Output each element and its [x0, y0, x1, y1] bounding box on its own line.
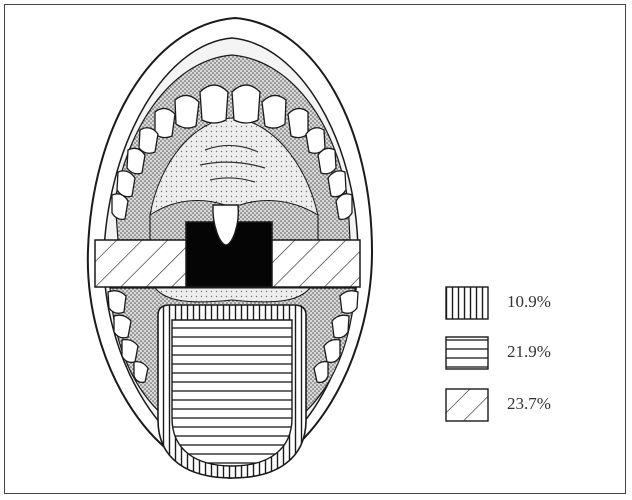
tongue-interior — [172, 320, 292, 466]
legend-item-horizontal: 21.9% — [445, 336, 595, 372]
legend-label-horizontal: 21.9% — [507, 342, 551, 362]
vertical-stripes-swatch — [445, 286, 489, 320]
diagonal-band-right — [270, 240, 360, 287]
legend-label-diagonal: 23.7% — [507, 394, 551, 414]
legend-item-vertical: 10.9% — [445, 286, 595, 322]
legend-item-diagonal: 23.7% — [445, 388, 595, 424]
diagonal-stripes-swatch — [445, 388, 489, 422]
mouth-floor — [155, 288, 310, 302]
horizontal-stripes-swatch — [445, 336, 489, 370]
legend-label-vertical: 10.9% — [507, 292, 551, 312]
diagonal-band-left — [95, 240, 188, 287]
